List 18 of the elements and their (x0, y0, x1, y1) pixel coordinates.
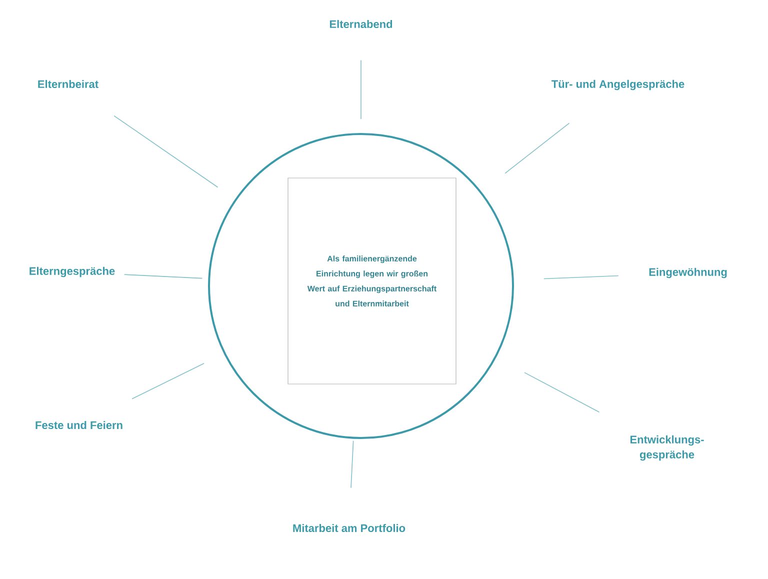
connector-line (114, 115, 218, 188)
topic-label: Elterngespräche (30, 266, 115, 278)
topic-label: Entwicklungs- gespräche (630, 435, 704, 461)
connector-line (360, 60, 362, 120)
connector-line (350, 440, 354, 488)
connector-line (504, 122, 570, 174)
topic-label: Tür- und Angelgespräche (552, 80, 684, 90)
topic-label: Elternbeirat (38, 80, 98, 88)
connector-line (543, 275, 619, 280)
connector-line (524, 372, 600, 412)
connector-line (124, 274, 203, 279)
topic-label: Feste und Feiern (36, 420, 122, 430)
topic-label: Mitarbeit am Portfolio (293, 524, 406, 532)
connector-line (132, 362, 204, 400)
topic-label: Elternabend (330, 20, 392, 28)
text-box: Als familienergänzende Einrichtung legen wir großen Wert auf Erziehungspartnerschaft und Elternmitarbeit (288, 178, 456, 384)
topic-label: Eingewöhnung (649, 268, 727, 278)
ring-circle (208, 133, 514, 439)
